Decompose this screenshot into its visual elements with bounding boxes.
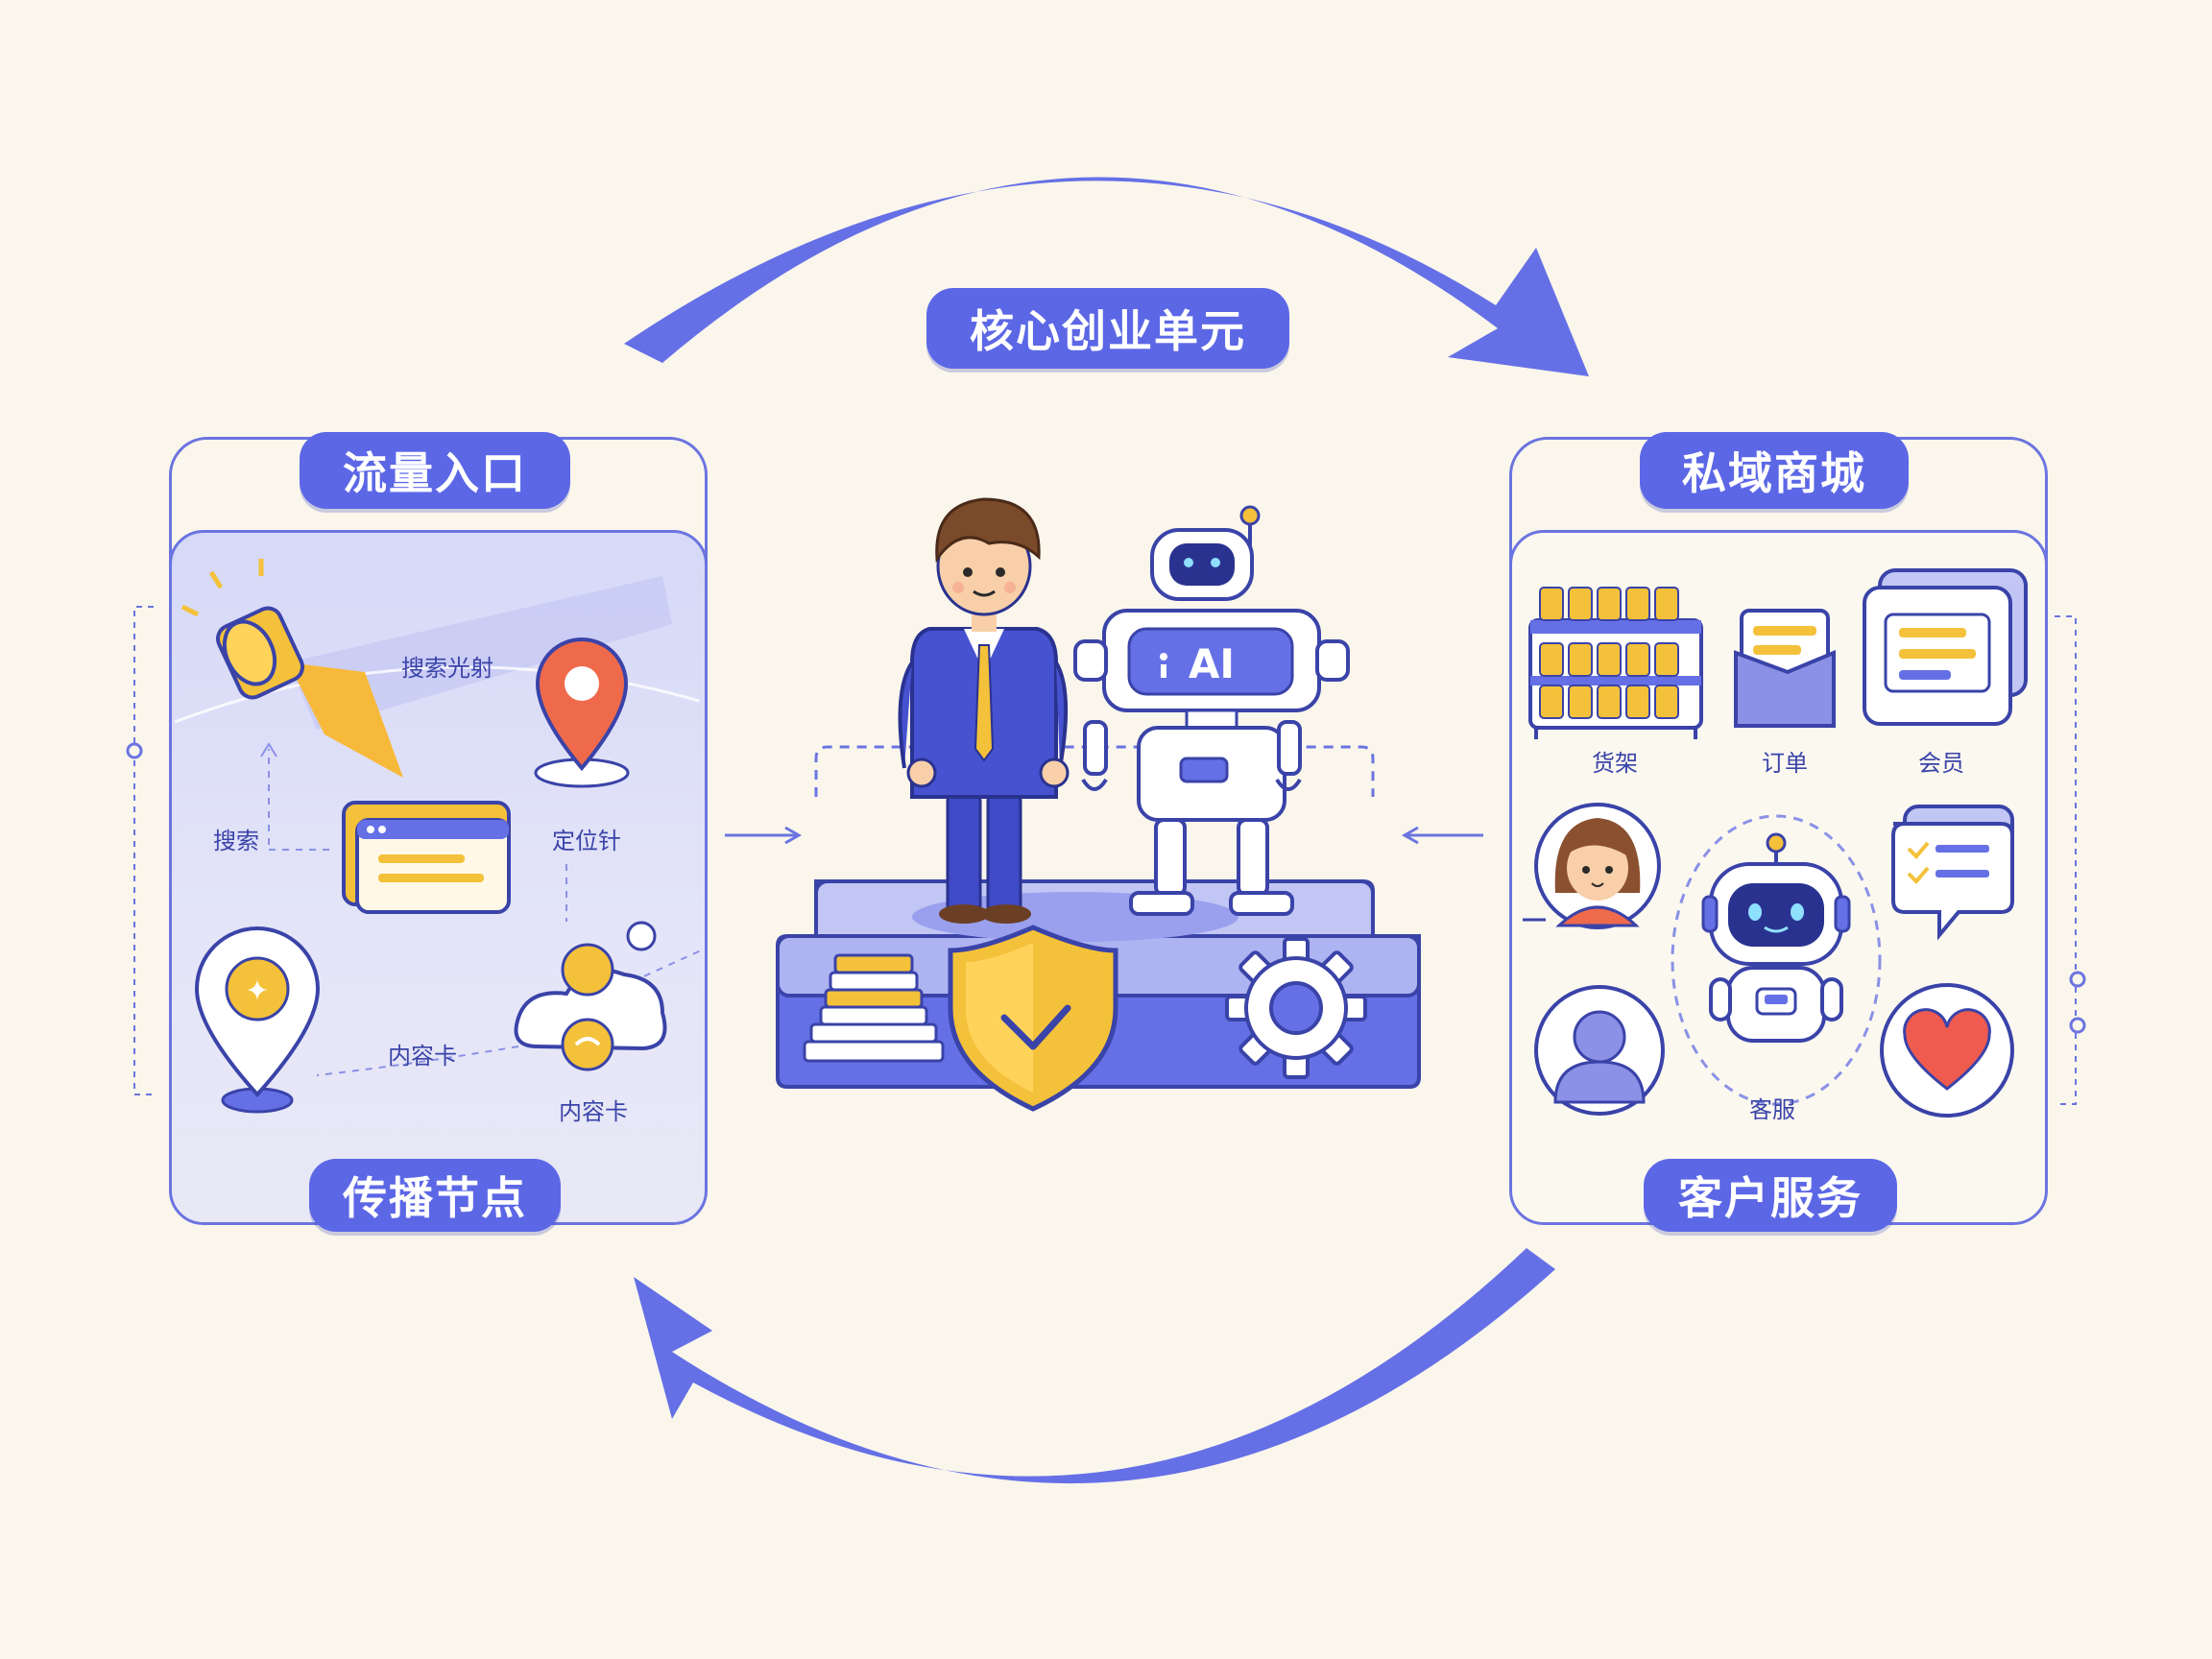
businessman-figure <box>898 497 1070 924</box>
label-service: 客服 <box>1749 1096 1795 1123</box>
label-member: 会员 <box>1918 750 1964 777</box>
coin-pin-icon: ✦ <box>194 926 321 1114</box>
service-agent-avatar <box>1523 803 1661 929</box>
search-beam <box>288 576 672 730</box>
connector-left-to-center <box>725 826 803 845</box>
center-title-pill: 核心创业单元 <box>926 288 1289 369</box>
shelf-icon <box>1528 587 1703 739</box>
label-content-card-a: 内容卡 <box>388 1043 457 1070</box>
top-cycle-arrow <box>624 177 1589 376</box>
label-content-card-b: 内容卡 <box>559 1098 628 1125</box>
label-pin: 定位针 <box>552 828 621 854</box>
connector-right-to-center <box>1401 826 1483 845</box>
shield-check-icon <box>948 925 1118 1112</box>
label-search: 搜索 <box>213 828 259 854</box>
robot-ai-badge: AI <box>1189 640 1235 687</box>
right-bracket <box>2055 615 2077 1105</box>
spotlight-icon <box>180 559 403 778</box>
left-bottom-title-pill: 传播节点 <box>309 1159 561 1232</box>
location-pin-icon <box>534 637 630 788</box>
service-robot-icon <box>1701 832 1851 1043</box>
label-order: 订单 <box>1762 750 1808 777</box>
left-top-title-pill: 流量入口 <box>300 432 570 509</box>
coin-cloud-icon <box>514 921 667 1071</box>
right-top-title-pill: 私域商城 <box>1640 432 1909 509</box>
heart-icon <box>1880 983 2014 1118</box>
label-beam: 搜索光射 <box>401 655 493 682</box>
right-bottom-title-pill: 客户服务 <box>1644 1159 1897 1232</box>
chat-checklist-icon <box>1891 805 2014 941</box>
member-card-icon <box>1863 568 2028 726</box>
label-shelf: 货架 <box>1592 750 1638 777</box>
order-folder-icon <box>1734 609 1836 728</box>
gear-icon <box>1225 937 1367 1079</box>
user-avatar-icon <box>1534 985 1665 1116</box>
robot-figure <box>1073 505 1350 916</box>
content-card-icon <box>342 801 511 914</box>
bottom-cycle-arrow <box>634 1248 1555 1484</box>
book-stack-icon <box>803 953 945 1063</box>
svg-text:✦: ✦ <box>245 974 269 1008</box>
